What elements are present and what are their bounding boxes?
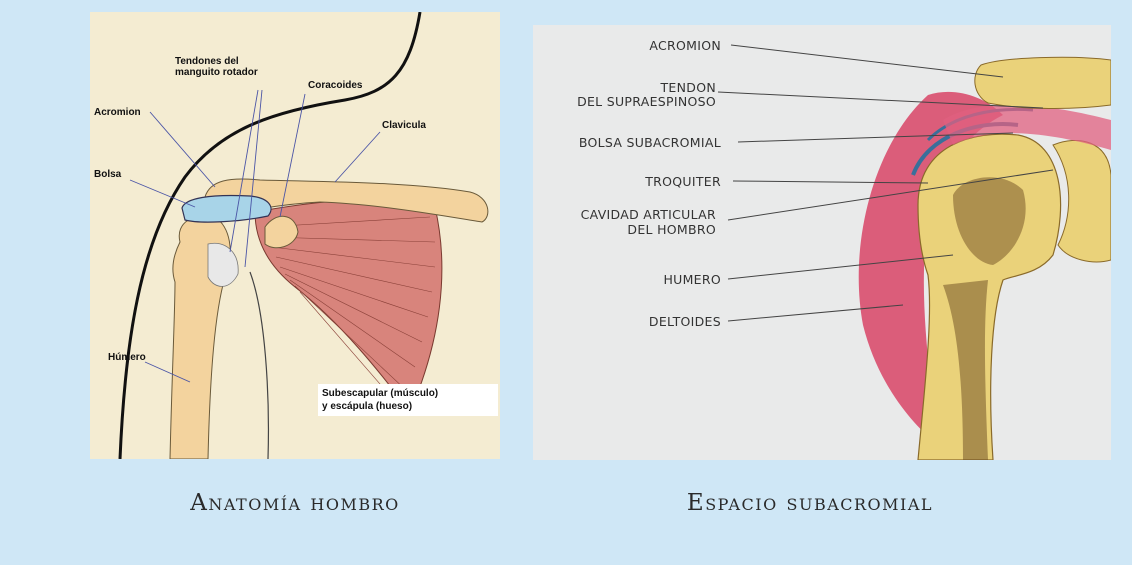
arm-outline <box>249 271 270 459</box>
label-acromion: Acromion <box>94 107 141 118</box>
label-cavidad-2: DEL HOMBRO <box>627 222 716 237</box>
acromion-bone <box>974 56 1111 110</box>
label-humero: Húmero <box>108 352 146 363</box>
label-humero: HUMERO <box>663 272 721 287</box>
supraspinatus-tendon <box>943 104 1111 150</box>
coracoid-bone <box>264 215 299 249</box>
label-bolsa: BOLSA SUBACROMIAL <box>579 135 721 150</box>
label-tendones-1: Tendones del <box>175 56 239 67</box>
label-tendones-2: manguito rotador <box>175 67 258 78</box>
humeral-head-capsule <box>207 242 239 287</box>
caption-anatomia-hombro: Anatomía hombro <box>190 490 400 516</box>
humerus-shaft-shadow <box>943 280 988 460</box>
label-coracoides: Coracoides <box>308 80 363 91</box>
body-outline <box>118 12 422 459</box>
subacromial-drawing: ACROMION TENDON DEL SUPRAESPINOSO BOLSA … <box>577 38 1111 460</box>
subscapular-label-box <box>318 384 498 416</box>
glenoid <box>1052 139 1111 263</box>
shoulder-anatomy-drawing: Tendones del manguito rotador Coracoides… <box>94 12 498 459</box>
label-clavicula: Clavicula <box>382 120 426 131</box>
subacromial-space-illustration: ACROMION TENDON DEL SUPRAESPINOSO BOLSA … <box>533 25 1111 460</box>
label-cavidad-1: CAVIDAD ARTICULAR <box>581 207 716 222</box>
label-tendon-2: DEL SUPRAESPINOSO <box>577 94 716 109</box>
caption-espacio-subacromial: Espacio subacromial <box>686 490 934 516</box>
label-subescapular-1: Subescapular (músculo) <box>322 388 438 399</box>
label-tendon-1: TENDON <box>660 80 717 95</box>
label-deltoides: DELTOIDES <box>649 314 721 329</box>
label-acromion: ACROMION <box>649 38 721 53</box>
label-subescapular-2: y escápula (hueso) <box>322 401 412 412</box>
label-bolsa: Bolsa <box>94 169 122 180</box>
bursa-shape <box>181 194 272 223</box>
shoulder-anatomy-diagram: Tendones del manguito rotador Coracoides… <box>90 12 500 459</box>
label-troquiter: TROQUITER <box>644 174 721 189</box>
deltoid-muscle <box>858 91 1003 445</box>
humerus-marrow <box>953 177 1026 265</box>
